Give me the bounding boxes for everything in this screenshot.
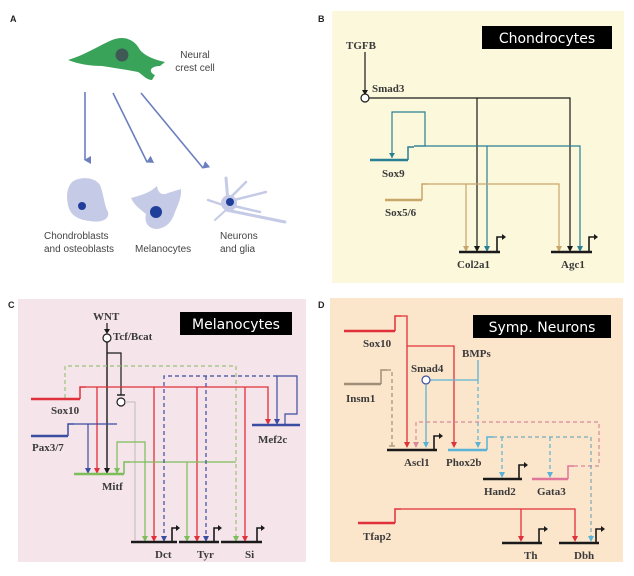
wnt-label: WNT xyxy=(93,311,120,323)
sox10-to-mef2c-edge xyxy=(86,386,269,423)
insm1-label: Insm1 xyxy=(346,393,375,405)
chondroblast-cell-shape xyxy=(67,178,109,222)
smad3-node xyxy=(360,93,370,103)
th-label: Th xyxy=(524,550,537,562)
mitf-dashed-edge xyxy=(64,365,237,540)
neural-crest-label-line2: crest cell xyxy=(175,63,214,74)
sox10-label: Sox10 xyxy=(51,405,80,417)
panel-c-title: Melanocytes xyxy=(192,317,280,333)
tfap2-label: Tfap2 xyxy=(363,531,392,543)
smad3-label: Smad3 xyxy=(372,83,405,95)
dbh-label: Dbh xyxy=(574,550,594,562)
neurons-label-line2: and glia xyxy=(220,244,255,255)
tcf-bcat-label: Tcf/Bcat xyxy=(113,331,153,343)
melanocytes-label: Melanocytes xyxy=(135,244,191,255)
mitf-repressor-node xyxy=(116,397,126,407)
panel-d: Symp. Neurons Sox10 BMPs Smad4 Insm1 Asc xyxy=(330,298,623,562)
panel-b-title-box xyxy=(482,26,612,49)
col2a1-label: Col2a1 xyxy=(457,259,490,271)
sox9-promoter xyxy=(407,146,414,160)
smad4-label: Smad4 xyxy=(411,363,444,375)
sox56-to-agc1-edge xyxy=(466,183,560,250)
sox56-promoter xyxy=(421,183,428,200)
chondroblasts-label-line1: Chondroblasts xyxy=(44,231,108,242)
mef2c-to-dct-edge xyxy=(163,375,277,540)
insm1-to-ascl1-edge xyxy=(387,369,393,446)
panel-b: Chondrocytes TGFB Smad3 Sox9 Sox5/6 xyxy=(332,11,624,283)
si-label: Si xyxy=(245,549,254,561)
panel-b-letter: B xyxy=(318,14,325,24)
tcf-repression-edge xyxy=(107,352,122,395)
smad3-to-agc1-edge xyxy=(477,97,571,250)
arrow-to-melanocytes xyxy=(112,92,155,163)
neural-crest-cell-shape xyxy=(68,38,165,80)
chondroblasts-label-line2: and osteoblasts xyxy=(44,244,114,255)
sox10-to-ascl1-edge xyxy=(401,315,408,446)
gata3-label: Gata3 xyxy=(537,486,566,498)
tfap2-to-dbh-edge xyxy=(401,508,576,540)
smad4-node xyxy=(421,375,431,385)
panel-b-title: Chondrocytes xyxy=(499,31,595,47)
bmps-label: BMPs xyxy=(462,348,491,360)
repressor-to-dct-edge xyxy=(125,401,136,540)
sox9-to-agc1-edge xyxy=(487,145,581,250)
agc1-promoter-arrow xyxy=(588,236,595,252)
neural-crest-label-line1: Neural xyxy=(180,50,209,61)
neuron-cell-shape xyxy=(206,176,287,224)
melanocyte-nucleus xyxy=(150,206,162,218)
agc1-label: Agc1 xyxy=(561,259,585,271)
hand2-label: Hand2 xyxy=(484,486,516,498)
phox2b-label: Phox2b xyxy=(446,457,481,469)
panel-d-title-box xyxy=(473,315,611,338)
panel-c-background xyxy=(18,299,306,562)
ascl1-label: Ascl1 xyxy=(404,457,430,469)
chondroblast-nucleus xyxy=(78,202,86,210)
mitf-autoregulation-to-dct-edge xyxy=(116,441,146,540)
col2a1-promoter-arrow xyxy=(496,236,503,252)
phox2b-to-dbh-edge xyxy=(493,436,592,540)
tcf-bcat-node xyxy=(102,333,112,343)
neural-crest-nucleus xyxy=(115,48,129,62)
panel-d-letter: D xyxy=(318,300,325,310)
pax37-label: Pax3/7 xyxy=(32,442,64,454)
mitf-label: Mitf xyxy=(102,481,123,493)
sox10-to-phox2b-edge xyxy=(407,345,455,446)
tgfb-label: TGFB xyxy=(346,40,377,52)
dct-label: Dct xyxy=(155,549,172,561)
mef2c-label: Mef2c xyxy=(258,434,287,446)
panel-b-background xyxy=(332,11,624,283)
sox56-label: Sox5/6 xyxy=(385,207,417,219)
tgfb-arrowhead xyxy=(362,90,368,95)
panel-a: Neural crest cell Chondroblasts and oste… xyxy=(44,38,287,255)
sox10-label: Sox10 xyxy=(363,338,392,350)
neurons-label-line1: Neurons xyxy=(220,231,258,242)
panel-a-letter: A xyxy=(10,14,17,24)
panel-c-title-box xyxy=(180,312,292,335)
panel-c: Melanocytes WNT Tcf/Bcat Sox10 xyxy=(18,299,306,562)
panel-d-background xyxy=(330,298,623,562)
panel-c-letter: C xyxy=(8,300,15,310)
neuron-nucleus xyxy=(226,198,234,206)
sox9-label: Sox9 xyxy=(382,168,405,180)
panel-d-title: Symp. Neurons xyxy=(489,320,596,336)
tyr-label: Tyr xyxy=(197,549,214,561)
arrow-to-neurons xyxy=(140,92,211,169)
